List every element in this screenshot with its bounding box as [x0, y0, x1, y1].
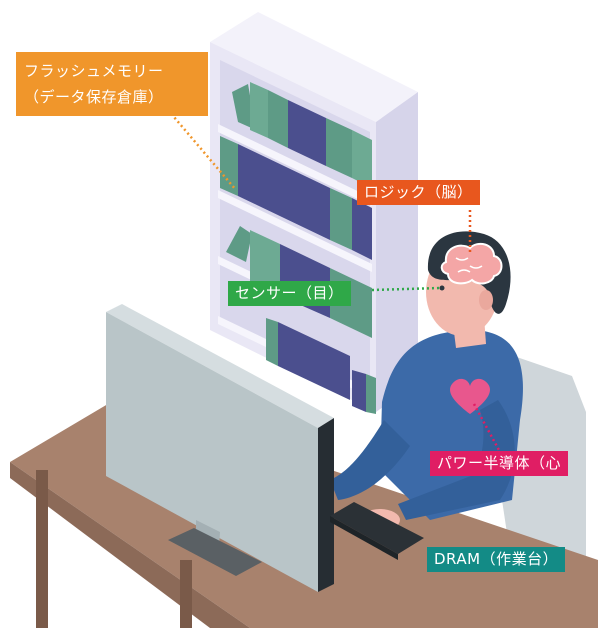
books-row-4: [266, 318, 376, 414]
label-flash-line2: （データ保存倉庫）: [24, 88, 164, 106]
label-flash-line1: フラッシュメモリー: [24, 62, 164, 80]
label-dram: DRAM（作業台）: [427, 547, 566, 572]
heart-icon: [450, 378, 490, 414]
keyboard: [330, 502, 424, 560]
monitor: [106, 304, 334, 592]
label-sensor: センサー（目）: [228, 281, 351, 306]
brain-icon: [440, 242, 503, 285]
label-logic: ロジック（脳）: [357, 180, 480, 205]
leader-lines: [167, 109, 502, 453]
eye-dot: [439, 285, 445, 291]
label-flash-memory: フラッシュメモリー （データ保存倉庫）: [16, 52, 208, 116]
books-row-2: [220, 136, 372, 260]
label-power-semiconductor: パワー半導体（心: [430, 451, 569, 476]
books-row-1: [232, 82, 372, 188]
